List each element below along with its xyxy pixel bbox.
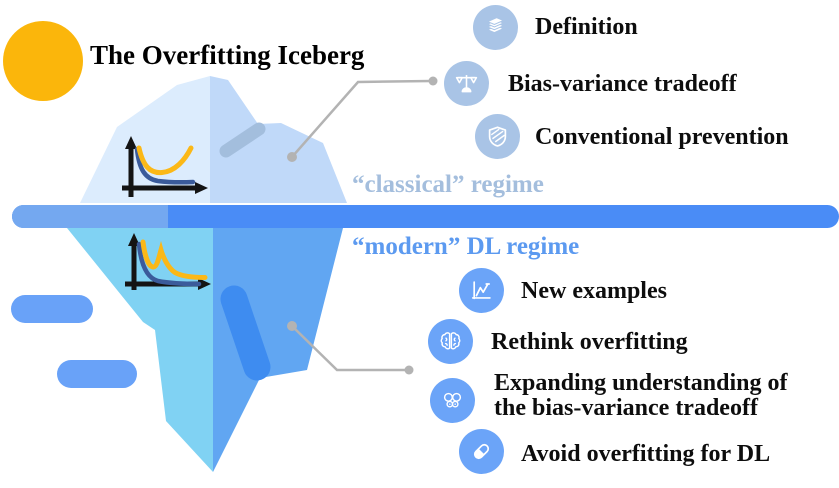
training-error-curve [136,241,202,287]
pill-icon [459,429,504,474]
connector-dot [287,321,297,331]
x-axis-arrow [195,182,208,194]
balance-scale-icon [444,61,489,106]
sun-shape [3,21,83,101]
topic-label-conventional-prevention: Conventional prevention [535,124,789,150]
connector-dot [287,152,297,162]
iceberg-above-streak [219,122,266,158]
y-axis-arrow [125,136,137,149]
page-title: The Overfitting Iceberg [90,40,365,70]
test-error-u-curve [136,145,194,176]
water-line-bar [12,205,839,228]
butterfly-icon [430,378,475,423]
training-error-curve [134,146,196,185]
books-icon [473,5,518,50]
decorative-pill [57,360,137,388]
decorative-pill [11,295,93,323]
classical-regime-chart [122,136,208,197]
topic-label-definition: Definition [535,14,638,40]
classical-regime-label: “classical” regime [352,171,544,198]
topic-label-line-1: Expanding understanding of [494,370,788,396]
x-axis-arrow [198,278,211,290]
iceberg-below-right [213,228,343,472]
double-descent-curve [140,239,208,280]
topic-label-expanding-understanding: Expanding understanding of the bias-vari… [494,371,787,421]
topic-label-rethink-overfitting: Rethink overfitting [491,329,688,355]
modern-regime-label: “modern” DL regime [352,233,580,260]
topic-label-avoid-overfitting-dl: Avoid overfitting for DL [521,441,771,467]
connector-dot [404,365,414,375]
iceberg-below-streak [220,285,271,381]
topic-label-new-examples: New examples [521,278,667,304]
modern-regime-chart [125,233,211,290]
shield-icon [475,114,520,159]
connector-dot [428,76,438,86]
iceberg-below-left [67,228,213,472]
line-chart-icon [459,268,504,313]
y-axis-arrow [128,233,140,246]
iceberg-above-left [80,76,210,203]
connector-lines [291,79,432,372]
brain-icon [428,319,473,364]
iceberg-above-right [210,76,347,203]
topic-label-line-2: the bias-variance tradeoff [494,395,758,421]
topic-label-bias-variance: Bias-variance tradeoff [508,71,737,97]
